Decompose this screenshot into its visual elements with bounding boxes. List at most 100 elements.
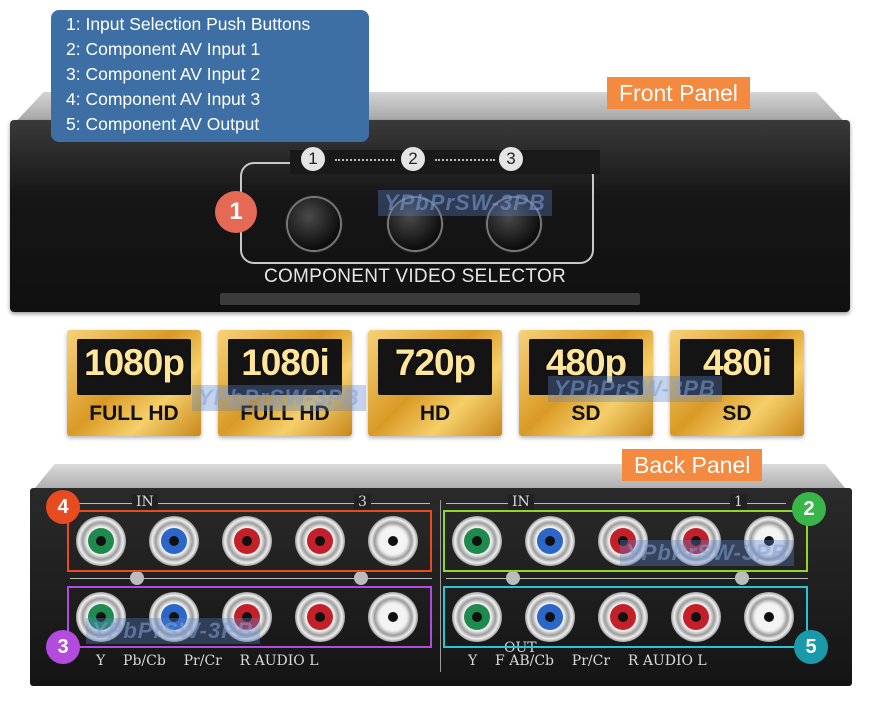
input-2-pb-rca-jack[interactable] — [149, 592, 199, 642]
input-2-pr-rca-jack[interactable] — [222, 592, 272, 642]
input-1-push-button[interactable] — [288, 198, 340, 250]
jack-pin — [315, 612, 325, 622]
input-3-r-rca-jack[interactable] — [295, 516, 345, 566]
jack-pin — [472, 536, 482, 546]
watermark: YPbPrSW-3PB — [86, 618, 260, 644]
badge-label: FULL HD — [240, 402, 330, 425]
legend-item: 5: Component AV Output — [66, 114, 260, 134]
jack-pin — [242, 612, 252, 622]
jack-pin — [691, 536, 701, 546]
badge-label: FULL HD — [89, 402, 179, 425]
group-label-in-1: IN — [508, 494, 534, 510]
input-2-l-rca-jack[interactable] — [368, 592, 418, 642]
badge-label: SD — [571, 402, 601, 425]
jack-pin — [691, 612, 701, 622]
jack-pin — [618, 612, 628, 622]
button-number-2: 2 — [401, 147, 425, 171]
jack-pin — [764, 612, 774, 622]
badge-480p: 480p SD — [519, 330, 653, 436]
front-panel-stripe — [220, 293, 640, 305]
input-1-pb-rca-jack[interactable] — [525, 516, 575, 566]
back-panel-tag: Back Panel — [622, 449, 763, 481]
input-2-highlight-box — [67, 586, 432, 648]
jack-pin — [545, 612, 555, 622]
badge-720p: 720p HD — [368, 330, 502, 436]
output-y-rca-jack[interactable] — [452, 592, 502, 642]
out-label: OUT — [504, 640, 537, 656]
badge-label: SD — [722, 402, 752, 425]
input-2-y-rca-jack[interactable] — [76, 592, 126, 642]
left-connector-labels: Y Pb/Cb Pr/Cr R AUDIO L — [96, 653, 319, 669]
watermark: YPbPrSW-3PB — [192, 385, 366, 411]
panel-separator — [440, 500, 441, 672]
dotted-divider — [335, 159, 395, 161]
input-1-r-rca-jack[interactable] — [671, 516, 721, 566]
jack-pin — [545, 536, 555, 546]
button-number-3: 3 — [499, 147, 523, 171]
output-pr-rca-jack[interactable] — [598, 592, 648, 642]
input-2-r-rca-jack[interactable] — [295, 592, 345, 642]
input-1-l-rca-jack[interactable] — [744, 516, 794, 566]
badge-resolution: 1080p — [84, 342, 185, 383]
group-divider — [446, 503, 786, 504]
badge-resolution: 1080i — [241, 342, 330, 383]
input-1-pr-rca-jack[interactable] — [598, 516, 648, 566]
screw — [735, 571, 749, 585]
screw — [130, 571, 144, 585]
jack-pin — [618, 536, 628, 546]
marker-4: 4 — [46, 490, 80, 524]
group-number-3: 3 — [354, 494, 371, 510]
watermark: YPbPrSW-3PB — [378, 190, 552, 216]
jack-pin — [315, 536, 325, 546]
jack-pin — [242, 536, 252, 546]
dotted-divider — [435, 159, 495, 161]
marker-5: 5 — [794, 630, 828, 664]
output-r-rca-jack[interactable] — [671, 592, 721, 642]
marker-2: 2 — [792, 492, 826, 526]
right-connector-labels: Y F AB/Cb Pr/Cr R AUDIO L — [468, 653, 707, 669]
output-pb-rca-jack[interactable] — [525, 592, 575, 642]
row-divider — [70, 578, 432, 579]
front-panel-tag: Front Panel — [607, 77, 750, 109]
input-3-y-rca-jack[interactable] — [76, 516, 126, 566]
badge-1080p: 1080p FULL HD — [67, 330, 201, 436]
jack-pin — [388, 536, 398, 546]
legend-item: 2: Component AV Input 1 — [66, 39, 261, 59]
group-divider — [70, 503, 430, 504]
watermark: YPbPrSW-3PB — [548, 376, 722, 402]
row-divider — [446, 578, 808, 579]
jack-pin — [764, 536, 774, 546]
input-3-l-rca-jack[interactable] — [368, 516, 418, 566]
badge-resolution: 480i — [702, 342, 772, 383]
marker-1: 1 — [215, 191, 257, 233]
input-3-pr-rca-jack[interactable] — [222, 516, 272, 566]
screw — [506, 571, 520, 585]
input-1-y-rca-jack[interactable] — [452, 516, 502, 566]
jack-pin — [472, 612, 482, 622]
legend-item: 3: Component AV Input 2 — [66, 64, 261, 84]
jack-pin — [388, 612, 398, 622]
jack-pin — [169, 536, 179, 546]
jack-pin — [169, 612, 179, 622]
input-2-push-button[interactable] — [389, 198, 441, 250]
badge-resolution: 480p — [545, 342, 627, 383]
group-number-1: 1 — [730, 494, 747, 510]
input-3-pb-rca-jack[interactable] — [149, 516, 199, 566]
screw — [354, 571, 368, 585]
badge-resolution: 720p — [394, 342, 476, 383]
badge-480i: 480i SD — [670, 330, 804, 436]
front-panel-label: COMPONENT VIDEO SELECTOR — [263, 266, 567, 287]
input-1-highlight-box — [443, 510, 808, 572]
jack-pin — [96, 536, 106, 546]
badge-1080i: 1080i FULL HD — [218, 330, 352, 436]
badge-label: HD — [419, 402, 451, 425]
input-3-push-button[interactable] — [488, 198, 540, 250]
marker-3: 3 — [46, 630, 80, 664]
jack-pin — [96, 612, 106, 622]
group-label-in-3: IN — [132, 494, 158, 510]
output-l-rca-jack[interactable] — [744, 592, 794, 642]
legend-item: 1: Input Selection Push Buttons — [66, 14, 311, 34]
input-3-highlight-box — [67, 510, 432, 572]
watermark: YPbPrSW-3PB — [620, 540, 794, 566]
button-number-1: 1 — [301, 147, 325, 171]
